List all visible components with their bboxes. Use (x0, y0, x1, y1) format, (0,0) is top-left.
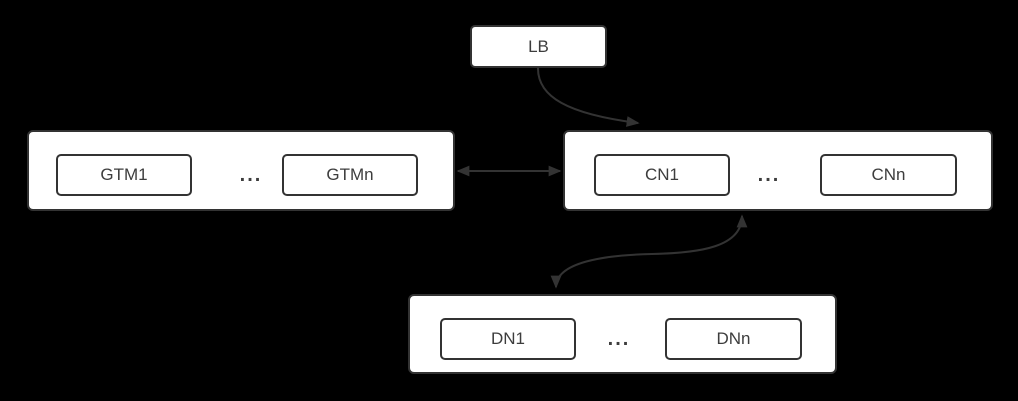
gtm-ellipsis: ... (239, 164, 263, 186)
node-gtm1: GTM1 (56, 154, 192, 196)
node-dnn: DNn (665, 318, 802, 360)
group-cn: CN1 ... CNn (563, 130, 993, 211)
node-dn1-label: DN1 (490, 329, 525, 348)
node-dn1: DN1 (440, 318, 576, 360)
node-gtmn-label: GTMn (326, 165, 374, 184)
node-dnn-label: DNn (716, 329, 751, 348)
edge-lb-to-cn (536, 66, 640, 127)
node-cnn-label: CNn (871, 165, 906, 184)
node-lb: LB (470, 25, 607, 68)
group-dn: DN1 ... DNn (408, 294, 837, 374)
node-gtm1-label: GTM1 (100, 165, 148, 184)
node-cn1: CN1 (594, 154, 730, 196)
node-cnn: CNn (820, 154, 957, 196)
node-lb-label: LB (528, 36, 549, 56)
node-gtmn: GTMn (282, 154, 418, 196)
node-cn1-label: CN1 (644, 165, 679, 184)
edge-cn-dn (550, 214, 748, 289)
dn-ellipsis: ... (607, 328, 631, 350)
group-gtm: GTM1 ... GTMn (27, 130, 455, 211)
cn-ellipsis: ... (757, 164, 781, 186)
